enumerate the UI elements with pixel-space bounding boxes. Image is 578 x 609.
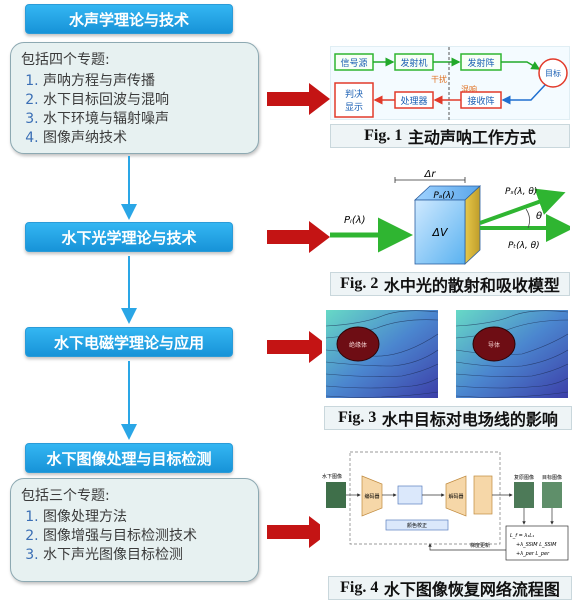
interference-label: 干扰: [431, 74, 447, 84]
module-block-2: [385, 519, 449, 531]
restored-label: 复原图像: [514, 474, 534, 481]
decoder-label: 解码器: [448, 493, 463, 500]
red-arrow-1: [267, 83, 330, 115]
pt-label: Pₜ(λ, θ): [508, 241, 540, 251]
obstacle-left-label: 绝缘体: [349, 341, 367, 349]
fig1-caption-num: Fig. 1: [364, 127, 403, 144]
reverberation-label: 混响: [461, 84, 477, 94]
field-right: 导体: [455, 310, 569, 398]
fig3-diagram: 绝缘体 导体: [325, 310, 569, 398]
red-arrow-3: [267, 331, 330, 363]
delta-v-label: ΔV: [431, 226, 449, 239]
topic-box-acoustics: 包括四个专题: 声呐方程与声传播 水下目标回波与混响 水下环境与辐射噪声 图像声…: [10, 42, 259, 154]
fig4-diagram: 水下图像 编码器 颜色校正 解码器 复原图像 目标图像 L_f = λ₁L₁ +…: [322, 451, 569, 561]
topic-head: 包括四个专题:: [21, 52, 110, 68]
loss-line-2: +λ_SSIM L_SSIM: [516, 542, 557, 548]
module-label: 颜色校正: [407, 522, 427, 529]
obstacle-right-label: 导体: [488, 341, 500, 349]
tx-array-label: 发射阵: [467, 57, 494, 69]
fig1-caption: Fig. 1 主动声呐工作方式: [330, 124, 570, 148]
restored-image: [514, 482, 534, 508]
decoder-block: [445, 475, 467, 517]
fig1-caption-text: 主动声呐工作方式: [407, 128, 536, 147]
fig2-caption: Fig. 2 水中光的散射和吸收模型: [330, 272, 570, 296]
theta-label: θ: [536, 211, 542, 222]
obstacle-left: [336, 326, 380, 362]
delta-r-label: Δr: [424, 169, 437, 180]
input-label: 水下图像: [322, 473, 342, 480]
fig4-panel: 水下图像 编码器 颜色校正 解码器 复原图像 目标图像 L_f = λ₁L₁ +…: [320, 446, 572, 572]
judge-label-2: 显示: [345, 102, 363, 113]
pa-label: Pₐ(λ): [433, 191, 454, 201]
topic-list: 图像处理方法 图像增强与目标检测技术 水下声光图像目标检测: [21, 508, 248, 565]
fig4-caption-num: Fig. 4: [340, 579, 379, 596]
processor-label: 处理器: [400, 95, 427, 107]
judge-box: [334, 82, 374, 118]
section-title-image-processing: 水下图像处理与目标检测: [25, 443, 233, 473]
loss-line-1: L_f = λ₁L₁: [510, 533, 534, 539]
module-block-1: [397, 485, 423, 505]
loss-box: [505, 525, 569, 561]
section-title-electromagnetics: 水下电磁学理论与应用: [25, 327, 233, 357]
ps-label: Pₛ(λ, θ): [505, 187, 537, 197]
judge-label-1: 判决: [345, 88, 363, 100]
rx-array-label: 接收阵: [467, 95, 494, 107]
list-item: 水下目标回波与混响: [43, 91, 248, 110]
section-title-optics: 水下光学理论与技术: [25, 222, 233, 252]
loss-line-3: +λ_per L_per: [516, 551, 550, 557]
list-item: 声呐方程与声传播: [43, 72, 248, 91]
input-image: [326, 482, 346, 508]
obstacle-right: [472, 326, 516, 362]
fig3-panel: 绝缘体 导体: [322, 306, 572, 401]
topic-box-image-processing: 包括三个专题: 图像处理方法 图像增强与目标检测技术 水下声光图像目标检测: [10, 478, 259, 582]
encoder-label: 编码器: [364, 493, 379, 500]
fig3-caption-num: Fig. 3: [338, 409, 377, 426]
gt-image: [542, 482, 562, 508]
fig4-caption-text: 水下图像恢复网络流程图: [383, 580, 560, 599]
list-item: 图像增强与目标检测技术: [43, 527, 248, 546]
network-outline: [349, 451, 501, 545]
fig2-panel: Δr Pᵢ(λ) Pₐ(λ) ΔV Pₛ(λ, θ) θ Pₜ(λ, θ): [330, 168, 574, 268]
list-item: 图像声纳技术: [43, 129, 248, 148]
signal-source-label: 信号源: [340, 57, 367, 69]
fig2-caption-text: 水中光的散射和吸收模型: [383, 276, 560, 295]
fig2-diagram: Δr Pᵢ(λ) Pₐ(λ) ΔV Pₛ(λ, θ) θ Pₜ(λ, θ): [330, 169, 574, 265]
red-arrow-2: [267, 221, 330, 253]
fig2-caption-num: Fig. 2: [340, 275, 379, 292]
fig3-caption-text: 水中目标对电场线的影响: [381, 410, 558, 429]
fig1-diagram: 信号源 发射机 发射阵 目标 干扰 混响 接收阵 处理器 判决 显示: [334, 47, 568, 121]
fig1-panel: 信号源 发射机 发射阵 目标 干扰 混响 接收阵 处理器 判决 显示: [330, 46, 570, 121]
pi-label: Pᵢ(λ): [344, 215, 366, 226]
topic-list: 声呐方程与声传播 水下目标回波与混响 水下环境与辐射噪声 图像声纳技术: [21, 72, 248, 148]
target-label: 目标: [545, 68, 561, 78]
list-item: 水下声光图像目标检测: [43, 546, 248, 565]
encoder-block: [361, 475, 383, 517]
scattered-beam: [479, 188, 566, 225]
fig3-caption: Fig. 3 水中目标对电场线的影响: [324, 406, 572, 430]
red-arrow-4: [267, 516, 330, 548]
topic-head: 包括三个专题:: [21, 488, 110, 504]
list-item: 水下环境与辐射噪声: [43, 110, 248, 129]
update-label: 梯度更新: [470, 542, 490, 549]
target-circle: [538, 58, 568, 88]
transmitter-label: 发射机: [400, 57, 427, 69]
gt-label: 目标图像: [542, 474, 562, 481]
field-left: 绝缘体: [325, 310, 439, 398]
section-title-acoustics: 水声学理论与技术: [25, 4, 233, 34]
list-item: 图像处理方法: [43, 508, 248, 527]
fig4-caption: Fig. 4 水下图像恢复网络流程图: [328, 576, 572, 600]
